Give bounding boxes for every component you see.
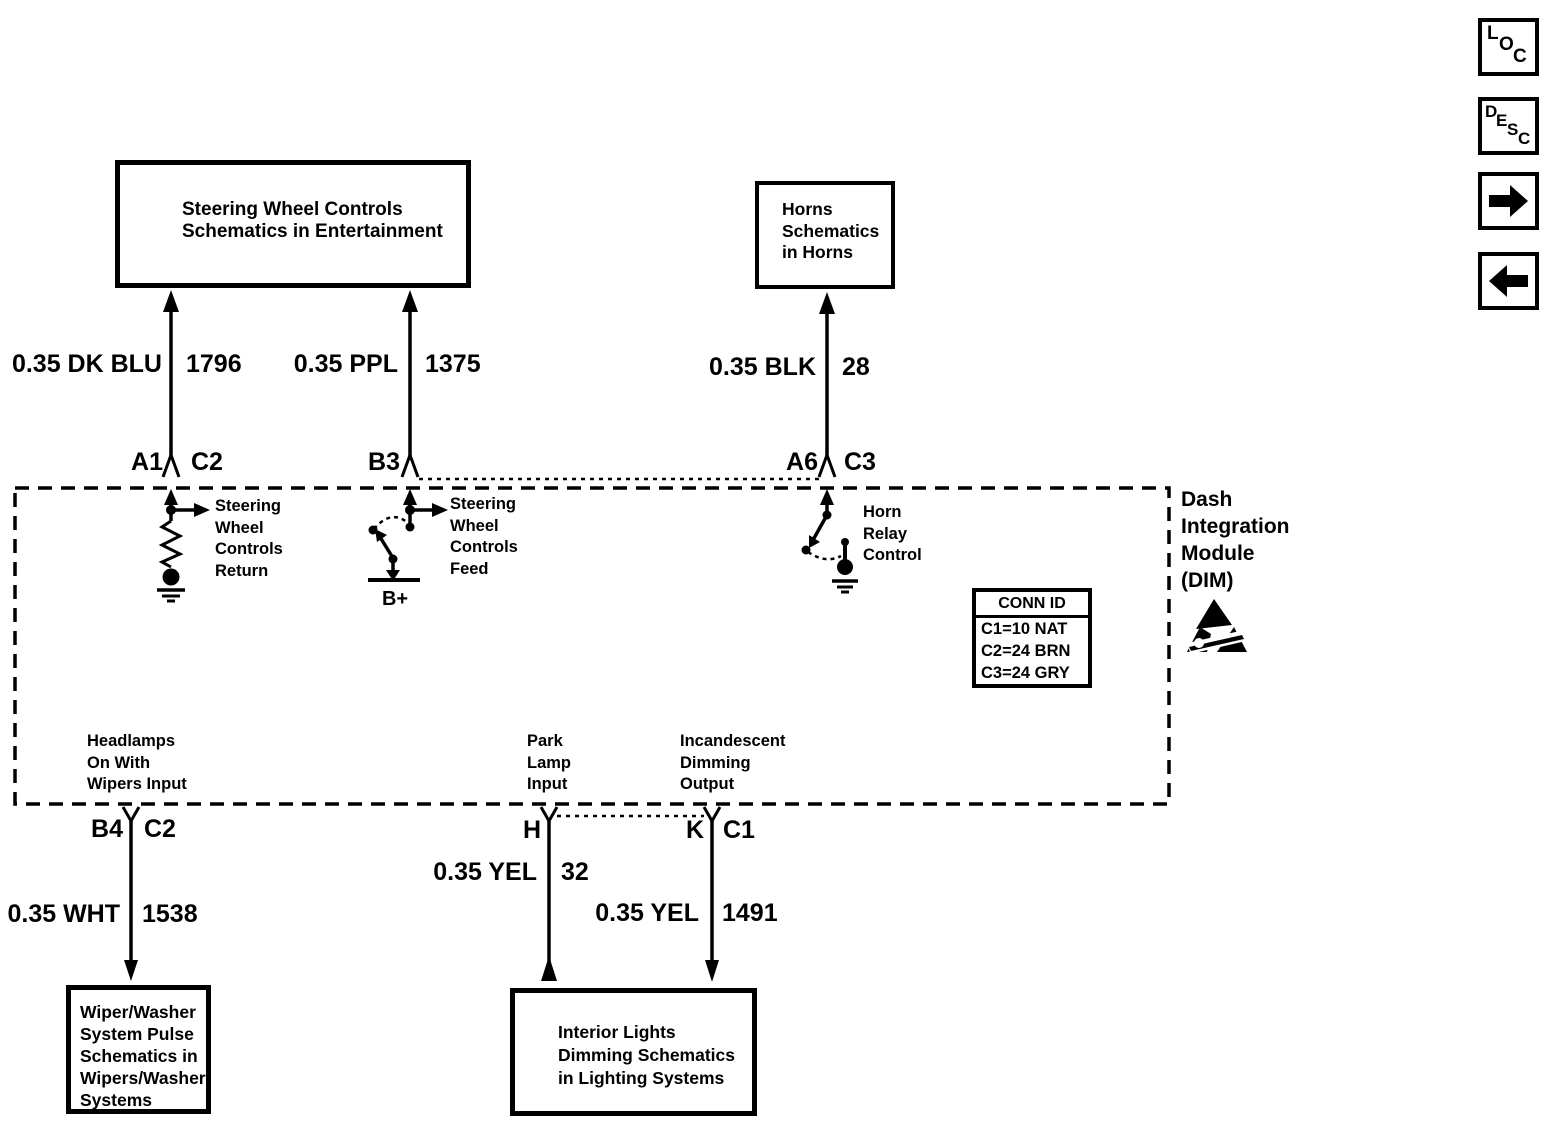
wiper-box-line: Wipers/Washer [80, 1068, 206, 1088]
next-page-button[interactable] [1478, 172, 1539, 230]
arrow-left-icon [1489, 265, 1528, 297]
loc-letter: C [1513, 46, 1527, 67]
steering-box-line: Steering Wheel Controls [182, 199, 403, 220]
desc-letter: S [1507, 120, 1519, 139]
pin-label-a1: A1 [131, 448, 163, 476]
conn-id-table: CONN ID C1=10 NAT C2=24 BRN C3=24 GRY [972, 588, 1092, 688]
conn-id-row: C3=24 GRY [981, 664, 1070, 682]
swc-feed-label: Steering Wheel Controls Feed [450, 495, 518, 578]
wire-color-label: 0.35 YEL [433, 858, 537, 886]
conn-id-row: C1=10 NAT [981, 620, 1068, 638]
horns-box-line: in Horns [782, 242, 853, 262]
wiper-washer-box: Wiper/Washer System Pulse Schematics in … [66, 985, 211, 1114]
wire-color-label: 0.35 BLK [709, 353, 816, 381]
interior-box-line: Interior Lights [558, 1022, 676, 1042]
wiper-box-line: Systems [80, 1090, 152, 1110]
wiper-box-line: Schematics in [80, 1046, 198, 1066]
previous-page-button[interactable] [1478, 252, 1539, 310]
wire-circuit-label: 1491 [722, 899, 778, 927]
desc-letter: D [1485, 102, 1498, 121]
pin-label-b3: B3 [368, 448, 400, 476]
loc-letter: L [1487, 23, 1499, 44]
wire-1491 [702, 806, 722, 982]
wire-1375 [400, 290, 420, 478]
park-lamp-input-label: Park Lamp Input [527, 732, 572, 793]
pin-label-k: K [685, 816, 704, 844]
wire-28 [817, 292, 837, 478]
wire-circuit-label: 1538 [142, 900, 198, 928]
wire-circuit-label: 28 [842, 353, 870, 381]
desc-button[interactable]: D E S C [1478, 97, 1539, 155]
steering-box-line: Schematics in Entertainment [182, 221, 443, 242]
horns-box-line: Horns [782, 199, 833, 219]
wire-circuit-label: 1796 [186, 350, 242, 378]
wiper-box-line: System Pulse [80, 1024, 194, 1044]
interior-box-line: Dimming Schematics [558, 1045, 735, 1065]
wire-color-label: 0.35 DK BLU [11, 350, 162, 378]
connector-label-c2: C2 [191, 448, 223, 476]
conn-id-header: CONN ID [976, 592, 1088, 618]
bplus-label: B+ [381, 588, 409, 610]
swc-return-circuit [157, 489, 210, 603]
dim-module-border [13, 486, 1171, 806]
wire-circuit-label: 32 [561, 858, 589, 886]
arrow-right-icon [1489, 185, 1528, 217]
desc-letter: C [1518, 129, 1531, 148]
wire-1538 [121, 806, 141, 981]
wire-color-label: 0.35 WHT [7, 900, 120, 928]
desc-letter: E [1496, 111, 1508, 130]
conn-id-row: C2=24 BRN [981, 642, 1071, 660]
dim-module-title: Dash Integration Module (DIM) [1181, 488, 1290, 592]
pin-label-a6: A6 [786, 448, 818, 476]
headlamps-input-label: Headlamps On With Wipers Input [87, 732, 187, 793]
incandescent-dimming-label: Incandescent Dimming Output [680, 732, 786, 793]
wiper-box-line: Wiper/Washer [80, 1002, 196, 1022]
wire-circuit-label: 1375 [425, 350, 481, 378]
loc-button[interactable]: L O C [1478, 18, 1539, 76]
wire-color-label: 0.35 YEL [595, 899, 699, 927]
connector-label-c3: C3 [844, 448, 876, 476]
pin-label-b4: B4 [91, 815, 123, 843]
connector-label-c2-bottom: C2 [144, 815, 176, 843]
horn-relay-label: Horn Relay Control [863, 503, 922, 564]
horns-box: Horns Schematics in Horns [755, 181, 895, 289]
connector-label-c1: C1 [723, 816, 755, 844]
swc-feed-circuit [368, 489, 448, 582]
wire-32 [539, 806, 559, 981]
steering-wheel-controls-box: Steering Wheel Controls Schematics in En… [115, 160, 471, 288]
wire-1796 [161, 290, 181, 478]
horns-box-line: Schematics [782, 220, 880, 241]
wire-color-label: 0.35 PPL [293, 350, 398, 378]
pin-label-h: H [522, 816, 541, 844]
swc-return-label: Steering Wheel Controls Return [215, 497, 283, 580]
interior-lights-box: Interior Lights Dimming Schematics in Li… [510, 988, 757, 1116]
esd-warning-icon [1187, 599, 1247, 654]
interior-box-line: in Lighting Systems [558, 1068, 725, 1088]
horn-relay-circuit [801, 489, 858, 594]
loc-letter: O [1499, 34, 1514, 55]
